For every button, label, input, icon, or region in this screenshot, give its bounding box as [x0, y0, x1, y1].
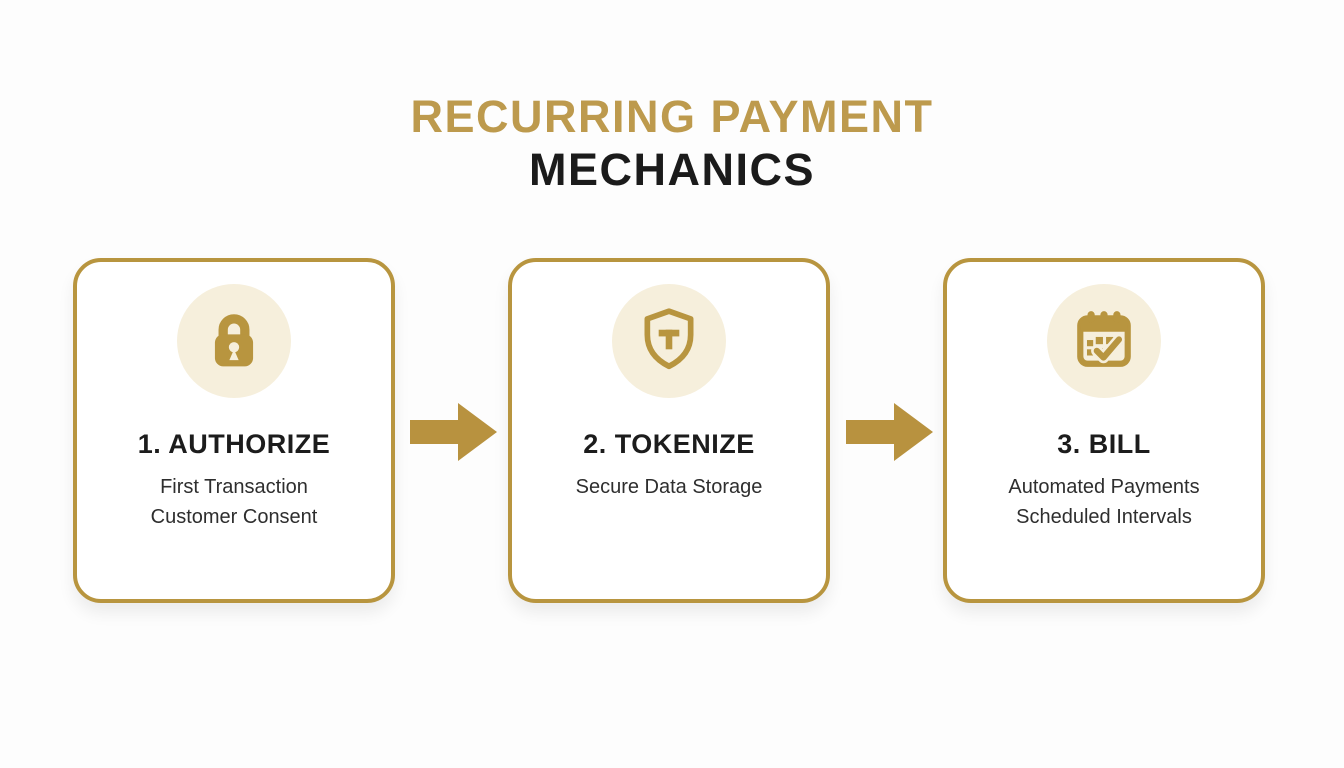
step-card-tokenize: 2. TOKENIZE Secure Data Storage	[508, 258, 830, 603]
flow-arrow-icon	[410, 403, 497, 461]
step-detail-line: First Transaction	[160, 476, 308, 498]
page-title: RECURRING PAYMENT MECHANICS	[0, 94, 1344, 193]
step-detail-line: Scheduled Intervals	[1016, 506, 1192, 528]
step-details-bill: Automated Payments Scheduled Intervals	[1008, 472, 1199, 532]
page-title-line2: MECHANICS	[528, 144, 815, 195]
step-details-tokenize: Secure Data Storage	[576, 472, 763, 502]
step-heading-authorize: 1. AUTHORIZE	[137, 429, 331, 459]
step-heading-bill: 3. BILL	[1057, 429, 1151, 459]
shield-token-icon	[636, 306, 702, 377]
step-detail-line: Automated Payments	[1008, 476, 1200, 498]
step-detail-line: Customer Consent	[150, 506, 318, 528]
lock-icon-circle	[177, 284, 291, 398]
lock-icon	[201, 306, 267, 377]
step-details-authorize: First Transaction Customer Consent	[151, 472, 318, 532]
step-card-authorize: 1. AUTHORIZE First Transaction Customer …	[73, 258, 395, 603]
calendar-icon-circle	[1047, 284, 1161, 398]
shield-icon-circle	[612, 284, 726, 398]
calendar-check-icon	[1071, 306, 1137, 377]
step-heading-tokenize: 2. TOKENIZE	[583, 429, 755, 459]
flow-arrow-icon	[846, 403, 933, 461]
step-detail-line: Secure Data Storage	[575, 476, 763, 498]
page-title-line1: RECURRING PAYMENT	[410, 91, 934, 142]
step-card-bill: 3. BILL Automated Payments Scheduled Int…	[943, 258, 1265, 603]
